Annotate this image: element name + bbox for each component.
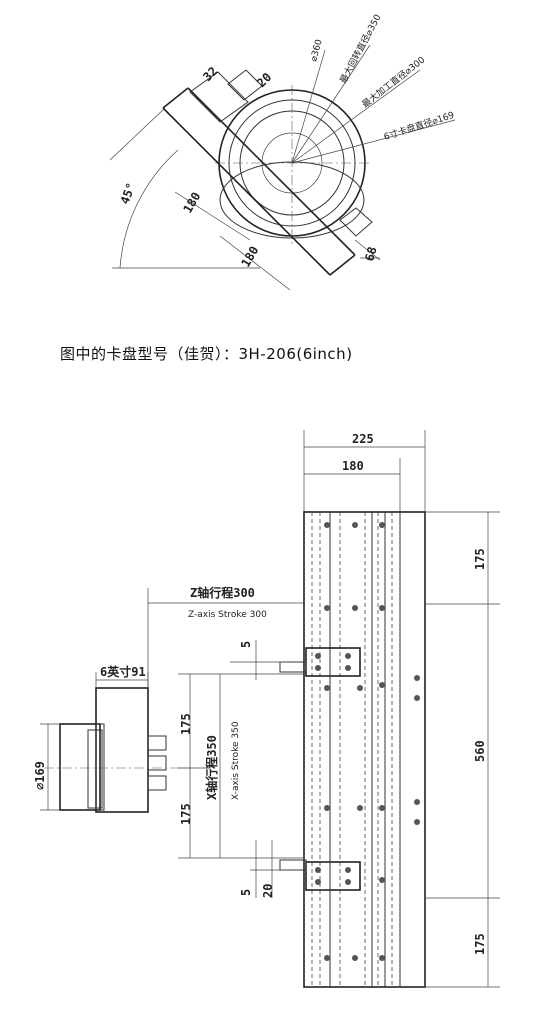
dim-20: 20 — [254, 70, 274, 90]
carriage-block-top — [305, 647, 361, 677]
dim-angle: 45° — [118, 181, 139, 206]
base-plate — [303, 511, 426, 988]
label-z-stroke-en: Z-axis Stroke 300 — [188, 610, 267, 620]
dim-225: 225 — [352, 432, 374, 446]
label-x-stroke-en: X-axis Stroke 350 — [231, 721, 241, 800]
chuck-model-caption: 图中的卡盘型号（佳贺）：3H-206(6inch) — [60, 345, 353, 363]
dim-68: 68 — [362, 245, 379, 263]
dim-169: ⌀169 — [33, 761, 47, 790]
chuck-jaw — [59, 723, 101, 811]
dim-20-side: 20 — [261, 884, 275, 898]
label-z-stroke-cn: Z轴行程300 — [190, 585, 255, 600]
label-chuck-dia: 6寸卡盘直径⌀169 — [382, 109, 456, 143]
carriage-block-bottom — [305, 861, 361, 891]
side-view: 225 180 — [33, 430, 500, 988]
dim-180: 180 — [342, 459, 364, 473]
dim-175-x2: 175 — [179, 803, 193, 825]
top-view: 32 20 ⌀360 最大回转直径⌀350 最大加工直径⌀300 6寸卡盘直径⌀… — [109, 12, 456, 291]
dim-6inch: 6英寸91 — [100, 664, 146, 679]
label-max-swing: 最大回转直径⌀350 — [337, 12, 384, 86]
dim-5-bottom: 5 — [239, 889, 253, 896]
dim-32: 32 — [200, 64, 220, 84]
dim-180-a: 180 — [180, 190, 203, 216]
label-max-machining: 最大加工直径⌀300 — [359, 54, 427, 111]
dim-560: 560 — [473, 740, 487, 762]
dim-5-top: 5 — [239, 641, 253, 648]
dim-175-x1: 175 — [179, 713, 193, 735]
dim-175-top: 175 — [473, 548, 487, 570]
dim-175-bottom: 175 — [473, 933, 487, 955]
label-x-stroke-cn: X轴行程350 — [204, 735, 219, 800]
